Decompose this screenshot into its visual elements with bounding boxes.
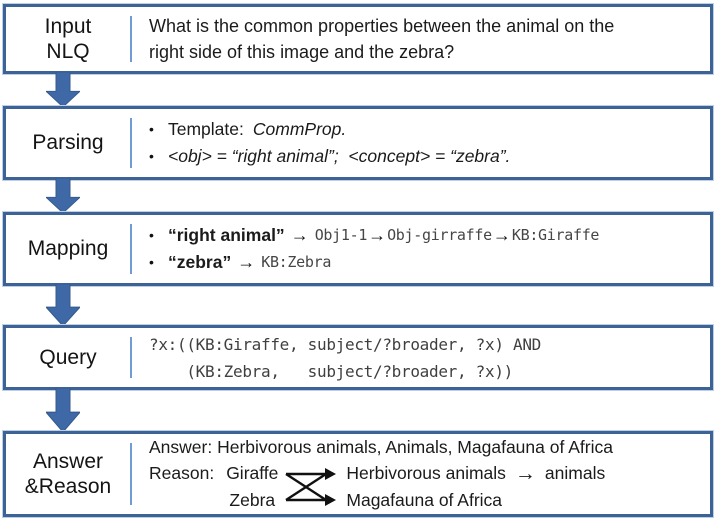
reason-label: Reason: — [149, 462, 215, 483]
flow-arrow-down-icon — [46, 388, 80, 432]
map-arrow-icon: → — [237, 252, 256, 272]
bullet-icon: • — [149, 121, 154, 137]
parsing-bullet-1: • Template: CommProp. — [149, 116, 704, 143]
stage-box-parsing: Parsing • Template: CommProp. • <obj> = … — [3, 106, 713, 180]
label-content-divider — [130, 16, 132, 62]
flow-arrow-down-icon — [46, 178, 80, 213]
reason-category: Magafauna of Africa — [346, 489, 503, 510]
flow-arrow-down-icon — [46, 284, 80, 326]
reason-results: Herbivorous animals → animals Magafauna … — [346, 460, 605, 514]
stage-box-input-nlq: Input NLQ What is the common properties … — [3, 4, 713, 74]
stage-label-answer-reason: Answer &Reason — [6, 449, 130, 499]
kb-entity: Obj1-1 — [314, 226, 368, 244]
stage-box-query: Query ?x:((KB:Giraffe, subject/?broader,… — [3, 325, 713, 390]
reason-entities: Giraffe Zebra — [226, 460, 278, 514]
mapping-bullet-1: • “right animal” → Obj1-1 → Obj-girraffe… — [149, 222, 704, 249]
stage-box-answer-reason: Answer &Reason Answer: Herbivorous anima… — [3, 431, 713, 517]
reason-result-top: Herbivorous animals → animals — [346, 460, 605, 487]
query-code-line: ?x:((KB:Giraffe, subject/?broader, ?x) A… — [149, 334, 541, 354]
mapping-content: • “right animal” → Obj1-1 → Obj-girraffe… — [132, 222, 710, 276]
query-content: ?x:((KB:Giraffe, subject/?broader, ?x) A… — [132, 331, 710, 385]
mapping-term: “zebra” — [168, 252, 232, 272]
mapping-term: “right animal” — [168, 225, 285, 245]
flow-arrow-down-icon — [46, 72, 80, 107]
answer-reason-content: Answer: Herbivorous animals, Animals, Ma… — [132, 435, 710, 514]
label-content-divider — [130, 443, 132, 505]
stage-label-mapping: Mapping — [27, 237, 109, 261]
broader-arrow-icon: → — [514, 461, 536, 485]
answer-text: Answer: Herbivorous animals, Animals, Ma… — [149, 436, 613, 457]
question-text-line: What is the common properties between th… — [149, 16, 615, 36]
map-arrow-icon: → — [368, 225, 387, 245]
input-nlq-content: What is the common properties between th… — [132, 13, 710, 65]
query-code-line: (KB:Zebra, subject/?broader, ?x)) — [149, 361, 513, 381]
cross-mapping-arrows-icon — [285, 467, 337, 506]
label-content-divider — [130, 224, 132, 274]
question-text-line: right side of this image and the zebra? — [149, 42, 455, 62]
kb-entity: Obj-girraffe — [387, 226, 492, 244]
template-prefix: Template: — [168, 119, 244, 139]
kb-entity: KB:Zebra — [261, 253, 332, 271]
bullet-icon: • — [149, 254, 154, 270]
reason-entity: Zebra — [229, 489, 276, 510]
reason-block: Reason: Giraffe Zebra Herbivorous animal… — [149, 460, 704, 514]
template-name: CommProp. — [252, 119, 347, 139]
slot-assignments: <obj> = “right animal”; <concept> = “zeb… — [168, 146, 511, 166]
stage-label-line: &Reason — [24, 475, 112, 498]
stage-label-line: Input — [44, 14, 92, 38]
parsing-content: • Template: CommProp. • <obj> = “right a… — [132, 116, 710, 170]
stage-box-mapping: Mapping • “right animal” → Obj1-1 → Obj-… — [3, 212, 713, 286]
map-arrow-icon: → — [492, 225, 511, 245]
map-arrow-icon: → — [290, 225, 309, 245]
label-content-divider — [130, 118, 132, 168]
reason-category: animals — [544, 462, 606, 483]
bullet-icon: • — [149, 227, 154, 243]
reason-entity: Giraffe — [226, 462, 279, 483]
stage-label-line: Answer — [32, 449, 104, 473]
stage-label-input-nlq: Input NLQ — [6, 14, 130, 64]
reason-result-bottom: Magafauna of Africa — [346, 487, 605, 514]
stage-label-line: NLQ — [46, 40, 90, 63]
parsing-bullet-2: • <obj> = “right animal”; <concept> = “z… — [149, 143, 704, 170]
bullet-icon: • — [149, 148, 154, 164]
kb-entity: KB:Giraffe — [511, 226, 600, 244]
label-content-divider — [130, 337, 132, 378]
reason-category: Herbivorous animals — [346, 462, 506, 483]
stage-label-parsing: Parsing — [32, 131, 104, 155]
mapping-bullet-2: • “zebra” → KB:Zebra — [149, 249, 704, 276]
stage-label-query: Query — [39, 345, 97, 369]
